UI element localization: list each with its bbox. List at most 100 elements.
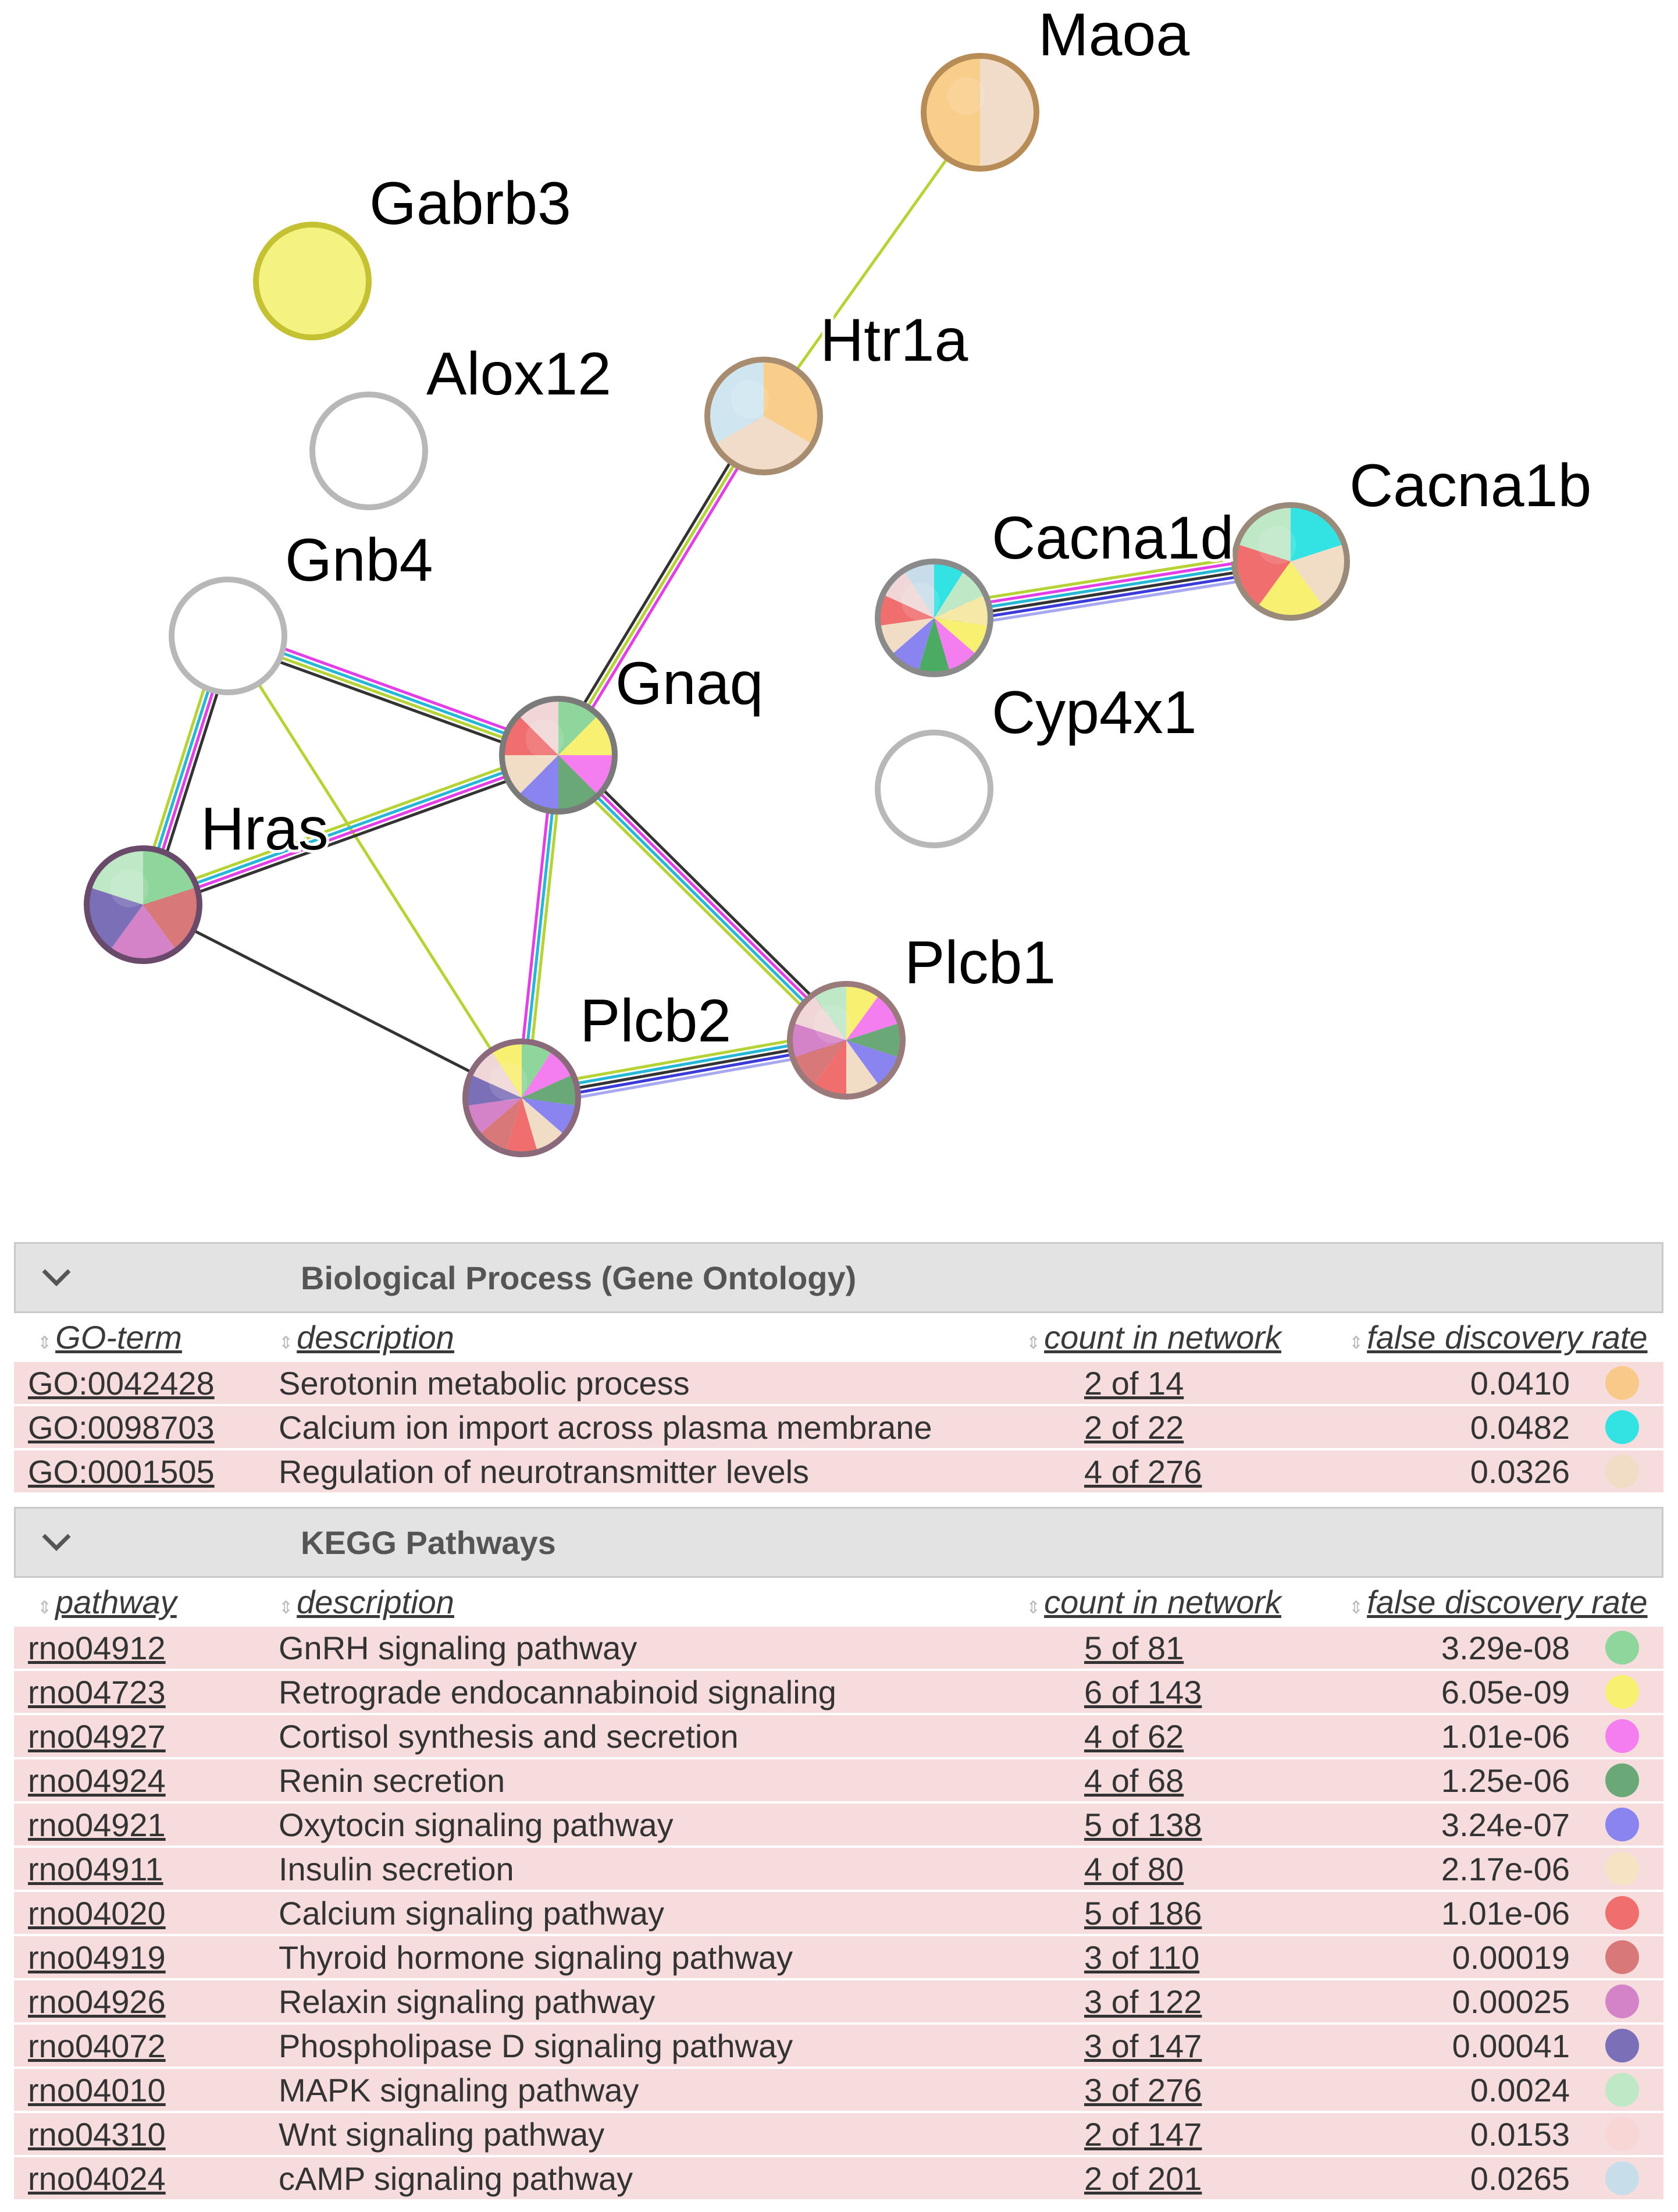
term-count-link[interactable]: 6 of 143: [1084, 1673, 1202, 1710]
color-swatch-cell[interactable]: [1581, 1719, 1663, 1753]
term-count-link[interactable]: 3 of 122: [1084, 1983, 1202, 2020]
node-cacna1b[interactable]: [1231, 502, 1350, 621]
term-id-link[interactable]: GO:0098703: [28, 1409, 215, 1446]
edge-cacna1d-cacna1b[interactable]: [932, 548, 1293, 631]
node-cyp4x1[interactable]: [875, 730, 993, 848]
color-swatch-cell[interactable]: [1581, 1940, 1663, 1974]
term-count-link[interactable]: 5 of 81: [1084, 1629, 1184, 1666]
color-swatch[interactable]: [1605, 1808, 1639, 1841]
sort-icon[interactable]: ⇕: [279, 1598, 294, 1617]
col-count[interactable]: ⇕count in network: [1026, 1584, 1281, 1620]
edge-hras-gnaq[interactable]: [140, 747, 561, 913]
term-id-link[interactable]: rno04020: [28, 1894, 166, 1932]
term-id-link[interactable]: rno04310: [28, 2115, 166, 2153]
node-label-cacna1d[interactable]: Cacna1d: [989, 502, 1237, 575]
color-swatch[interactable]: [1605, 1410, 1639, 1444]
edge-htr1a-gnaq[interactable]: [553, 412, 769, 759]
color-swatch-cell[interactable]: [1581, 1852, 1663, 1886]
node-label-maoa[interactable]: Maoa: [1035, 0, 1192, 72]
color-swatch[interactable]: [1605, 1631, 1639, 1665]
term-id-link[interactable]: rno04072: [28, 2027, 166, 2064]
node-gabrb3[interactable]: [253, 222, 372, 340]
color-swatch[interactable]: [1605, 1940, 1639, 1974]
color-swatch[interactable]: [1605, 2073, 1639, 2107]
term-count-link[interactable]: 2 of 147: [1084, 2115, 1202, 2153]
term-count-link[interactable]: 2 of 14: [1084, 1364, 1184, 1402]
edge-gnb4-plcb2[interactable]: [226, 635, 523, 1099]
node-label-htr1a[interactable]: Htr1a: [817, 304, 971, 377]
term-count-link[interactable]: 4 of 276: [1084, 1453, 1202, 1490]
node-label-gabrb3[interactable]: Gabrb3: [366, 167, 574, 240]
term-count-link[interactable]: 3 of 147: [1084, 2027, 1202, 2064]
col-pathway[interactable]: ⇕pathway: [37, 1584, 177, 1620]
term-count-link[interactable]: 4 of 80: [1084, 1850, 1184, 1887]
chevron-down-icon[interactable]: [39, 1260, 74, 1295]
color-swatch-cell[interactable]: [1581, 2117, 1663, 2151]
color-swatch[interactable]: [1605, 1719, 1639, 1753]
sort-icon[interactable]: ⇕: [37, 1333, 52, 1353]
term-id-link[interactable]: rno04924: [28, 1762, 166, 1799]
sort-icon[interactable]: ⇕: [279, 1333, 294, 1353]
node-label-hras[interactable]: Hras: [198, 792, 332, 866]
color-swatch-cell[interactable]: [1581, 1896, 1663, 1930]
sort-icon[interactable]: ⇕: [1349, 1598, 1364, 1617]
term-count-link[interactable]: 5 of 138: [1084, 1806, 1202, 1843]
term-id-link[interactable]: GO:0001505: [28, 1453, 215, 1490]
color-swatch[interactable]: [1605, 1852, 1639, 1886]
node-alox12[interactable]: [309, 392, 428, 510]
col-description[interactable]: ⇕description: [279, 1319, 454, 1356]
term-id-link[interactable]: rno04926: [28, 1983, 166, 2020]
term-count-link[interactable]: 3 of 110: [1084, 1939, 1200, 1976]
edge-hras-plcb2[interactable]: [142, 903, 523, 1100]
color-swatch[interactable]: [1605, 1454, 1639, 1488]
term-count-link[interactable]: 4 of 62: [1084, 1717, 1184, 1755]
sort-icon[interactable]: ⇕: [1026, 1598, 1041, 1617]
col-description[interactable]: ⇕description: [279, 1584, 454, 1620]
node-cacna1d[interactable]: [875, 559, 993, 677]
node-label-gnb4[interactable]: Gnb4: [282, 524, 436, 597]
edge-maoa-htr1a[interactable]: [762, 111, 982, 417]
node-maoa[interactable]: [921, 53, 1039, 172]
node-label-plcb2[interactable]: Plcb2: [577, 984, 734, 1058]
term-count-link[interactable]: 2 of 201: [1084, 2160, 1202, 2197]
term-id-link[interactable]: rno04921: [28, 1806, 166, 1843]
color-swatch-cell[interactable]: [1581, 1808, 1663, 1841]
term-id-link[interactable]: rno04024: [28, 2160, 166, 2197]
node-plcb1[interactable]: [787, 981, 906, 1100]
node-gnb4[interactable]: [169, 577, 287, 695]
node-htr1a[interactable]: [704, 357, 823, 475]
color-swatch-cell[interactable]: [1581, 1985, 1663, 2018]
term-count-link[interactable]: 3 of 276: [1084, 2071, 1202, 2108]
col-fdr[interactable]: ⇕false discovery rate: [1349, 1319, 1648, 1356]
color-swatch[interactable]: [1605, 1675, 1639, 1709]
chevron-down-icon[interactable]: [39, 1525, 74, 1560]
color-swatch[interactable]: [1605, 1985, 1639, 2018]
color-swatch[interactable]: [1605, 1366, 1639, 1400]
term-id-link[interactable]: rno04912: [28, 1629, 166, 1666]
node-label-plcb1[interactable]: Plcb1: [902, 926, 1059, 1000]
color-swatch-cell[interactable]: [1581, 1410, 1663, 1444]
edge-gnaq-plcb1[interactable]: [552, 749, 853, 1047]
color-swatch[interactable]: [1605, 2161, 1639, 2195]
sort-icon[interactable]: ⇕: [37, 1598, 52, 1617]
color-swatch-cell[interactable]: [1581, 2161, 1663, 2195]
term-id-link[interactable]: rno04723: [28, 1673, 166, 1710]
bio-process-header[interactable]: Biological Process (Gene Ontology): [14, 1242, 1663, 1313]
term-id-link[interactable]: rno04927: [28, 1717, 166, 1755]
term-id-link[interactable]: GO:0042428: [28, 1364, 215, 1402]
sort-icon[interactable]: ⇕: [1026, 1333, 1041, 1353]
